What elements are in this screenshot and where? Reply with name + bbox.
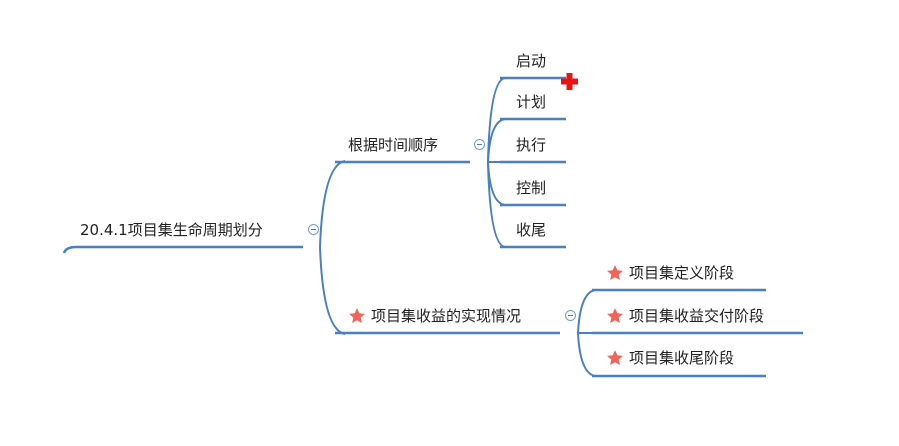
connector-root-branch1 bbox=[319, 160, 346, 248]
branch-node[interactable]: 项目集收益的实现情况 bbox=[348, 306, 521, 326]
child-label: 项目集收益交付阶段 bbox=[629, 307, 765, 325]
root-node[interactable]: 20.4.1项目集生命周期划分 bbox=[80, 220, 263, 240]
child-node[interactable]: 项目集定义阶段 bbox=[606, 263, 734, 283]
star-icon bbox=[349, 308, 365, 324]
collapse-minus-icon[interactable] bbox=[565, 310, 576, 321]
plus-marker-icon[interactable] bbox=[561, 73, 578, 90]
connector-b2-c3 bbox=[577, 332, 596, 377]
child-label: 启动 bbox=[516, 52, 547, 70]
child-label: 控制 bbox=[516, 179, 547, 197]
child-label: 计划 bbox=[516, 93, 547, 111]
child-node[interactable]: 执行 bbox=[516, 135, 546, 155]
child-node[interactable]: 收尾 bbox=[516, 220, 546, 240]
child-label: 项目集收尾阶段 bbox=[629, 349, 735, 367]
star-icon bbox=[607, 308, 623, 324]
child-node[interactable]: 计划 bbox=[516, 92, 546, 112]
child-node[interactable]: 控制 bbox=[516, 178, 546, 198]
branch-label: 项目集收益的实现情况 bbox=[371, 307, 522, 325]
child-node[interactable]: 启动 bbox=[516, 51, 546, 71]
root-underline bbox=[62, 245, 303, 254]
child-label: 项目集定义阶段 bbox=[629, 264, 735, 282]
child-label: 收尾 bbox=[516, 221, 547, 239]
branch-node[interactable]: 根据时间顺序 bbox=[348, 135, 438, 155]
root-label: 20.4.1项目集生命周期划分 bbox=[80, 221, 263, 239]
collapse-minus-icon[interactable] bbox=[474, 139, 485, 150]
collapse-minus-icon[interactable] bbox=[308, 224, 319, 235]
child-node[interactable]: 项目集收益交付阶段 bbox=[606, 306, 764, 326]
star-icon bbox=[607, 265, 623, 281]
connector-root-branch2 bbox=[319, 246, 346, 335]
branch-label: 根据时间顺序 bbox=[348, 136, 439, 154]
star-icon bbox=[607, 350, 623, 366]
child-label: 执行 bbox=[516, 136, 547, 154]
connector-b2-c1 bbox=[577, 289, 596, 334]
child-node[interactable]: 项目集收尾阶段 bbox=[606, 348, 734, 368]
